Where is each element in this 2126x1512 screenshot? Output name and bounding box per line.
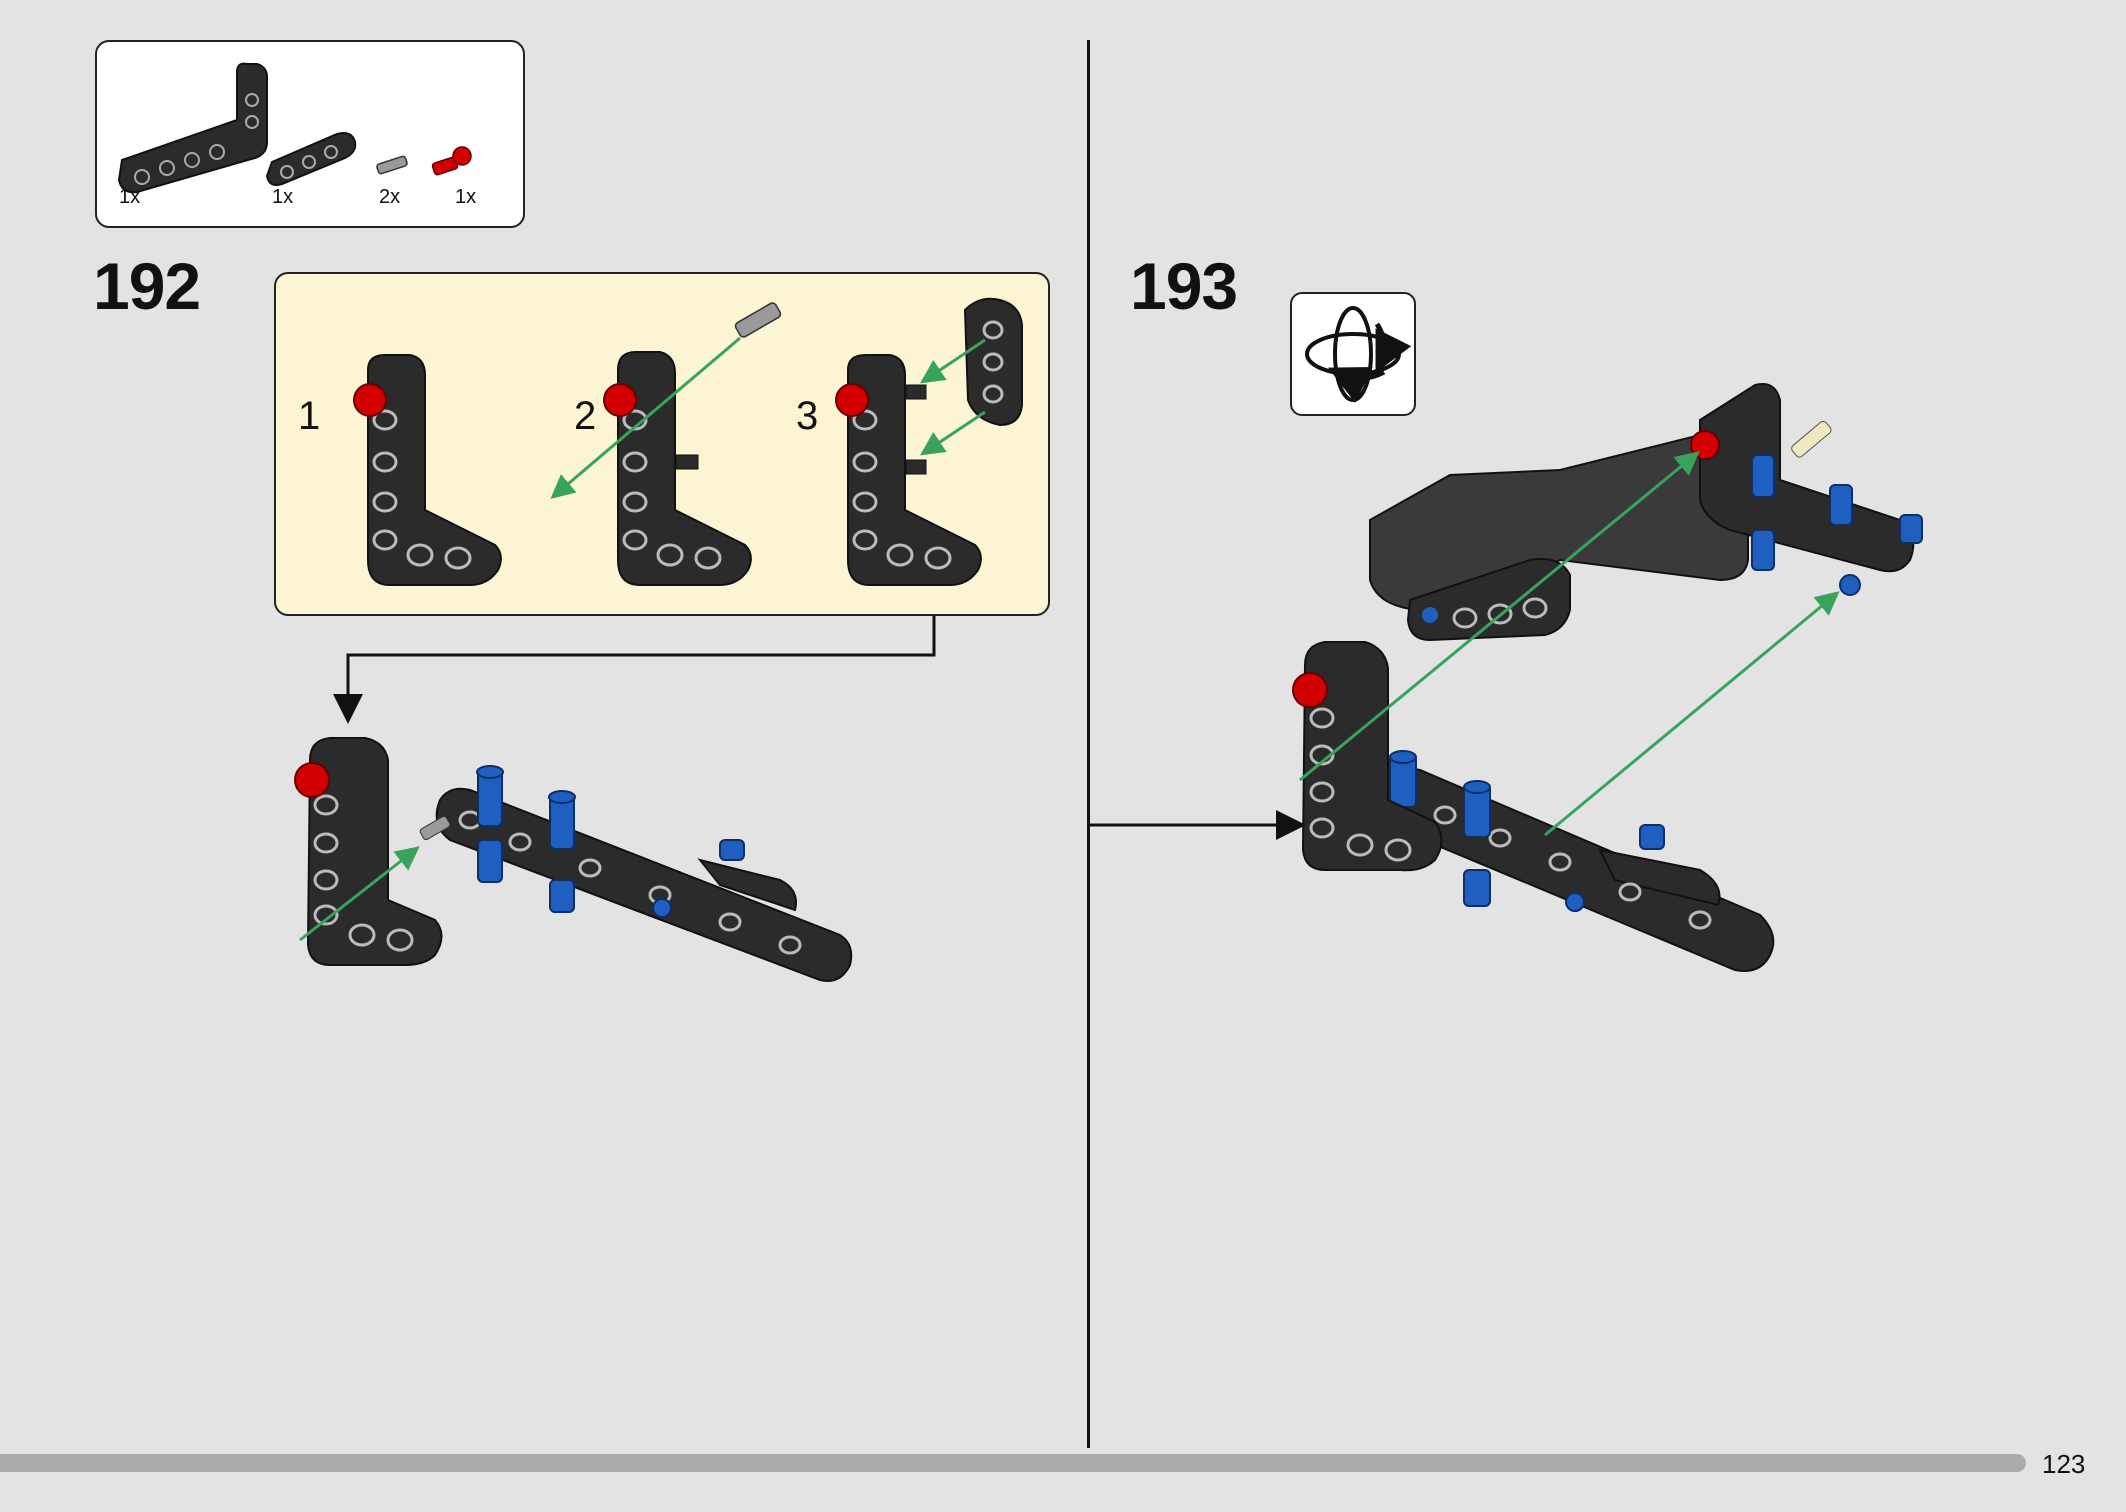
part-qty-beam-3: 1x xyxy=(272,186,294,208)
rotate-arrows-icon xyxy=(1305,306,1412,404)
substep-3-l-beam-illustration xyxy=(835,297,1023,586)
l-beam-part-icon xyxy=(117,62,268,194)
part-qty-axle-pin: 2x xyxy=(379,186,401,208)
beam-3-part-icon xyxy=(265,132,357,186)
step-192-assembly-illustration xyxy=(294,737,853,982)
parts-list-illustrations xyxy=(117,62,472,194)
step-193-assembly-illustration xyxy=(1292,383,1923,972)
part-qty-l-beam: 1x xyxy=(119,186,141,208)
rotate-model-icon xyxy=(1290,292,1416,416)
substep-1-label: 1 xyxy=(298,394,321,438)
axle-pin-part-icon xyxy=(376,155,408,175)
progress-bar xyxy=(0,1454,2026,1472)
substep-callout-arrow xyxy=(333,616,936,724)
step-193-number: 193 xyxy=(1130,249,1238,323)
part-qty-ball-pin: 1x xyxy=(455,186,477,208)
step-192-number: 192 xyxy=(93,249,201,323)
page-divider xyxy=(1087,40,1090,1448)
substep-1-l-beam-illustration xyxy=(353,354,502,586)
ball-pin-part-icon xyxy=(431,146,472,176)
parts-list-box: 1x 1x 2x 1x xyxy=(95,40,525,228)
substep-3-label: 3 xyxy=(796,394,819,438)
substep-2-l-beam-illustration xyxy=(550,302,782,586)
page-number: 123 xyxy=(2042,1449,2086,1479)
substep-2-label: 2 xyxy=(574,394,597,438)
